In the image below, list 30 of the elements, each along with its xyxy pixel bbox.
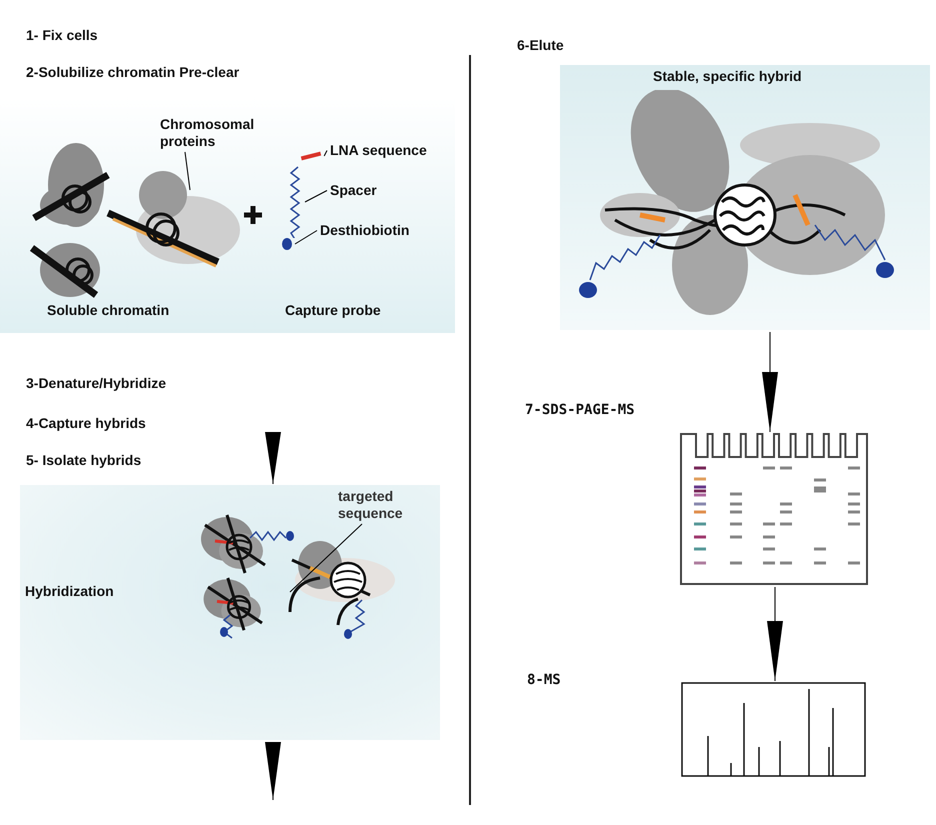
- leader-line: [324, 150, 328, 156]
- arrow: [265, 742, 281, 800]
- leader-line: [290, 524, 362, 592]
- spectrum-drawing: [681, 682, 866, 777]
- arrow: [265, 432, 281, 484]
- step-label: 1- Fix cells: [26, 27, 98, 44]
- arrow: [762, 332, 778, 432]
- callout-label: LNA sequence: [330, 142, 427, 159]
- callout-label: Chromosomal proteins: [160, 116, 265, 150]
- panel-title: Stable, specific hybrid: [653, 68, 802, 85]
- step-label: 8-MS: [527, 672, 561, 689]
- arrow: [767, 586, 783, 682]
- gel-drawing: [680, 433, 868, 585]
- callout-label: targeted sequence: [338, 488, 438, 522]
- callout-label: Spacer: [330, 182, 377, 199]
- leader-line: [294, 230, 318, 244]
- callout-label: Desthiobiotin: [320, 222, 410, 239]
- caption: Soluble chromatin: [47, 302, 170, 319]
- leader-line: [304, 190, 328, 202]
- spacer-drawing: [288, 166, 302, 238]
- panel-title: Hybridization: [25, 583, 114, 600]
- leader-line: [184, 152, 190, 190]
- step-label: 5- Isolate hybrids: [26, 452, 142, 469]
- panel: [20, 485, 440, 740]
- step-label: 7-SDS-PAGE-MS: [525, 402, 635, 419]
- step-label: 3-Denature/Hybridize: [26, 375, 166, 392]
- step-label: 4-Capture hybrids: [26, 415, 146, 432]
- caption: Capture probe: [285, 302, 381, 319]
- step-label: 2-Solubilize chromatin Pre-clear: [26, 64, 240, 81]
- step-label: 6-Elute: [517, 37, 564, 54]
